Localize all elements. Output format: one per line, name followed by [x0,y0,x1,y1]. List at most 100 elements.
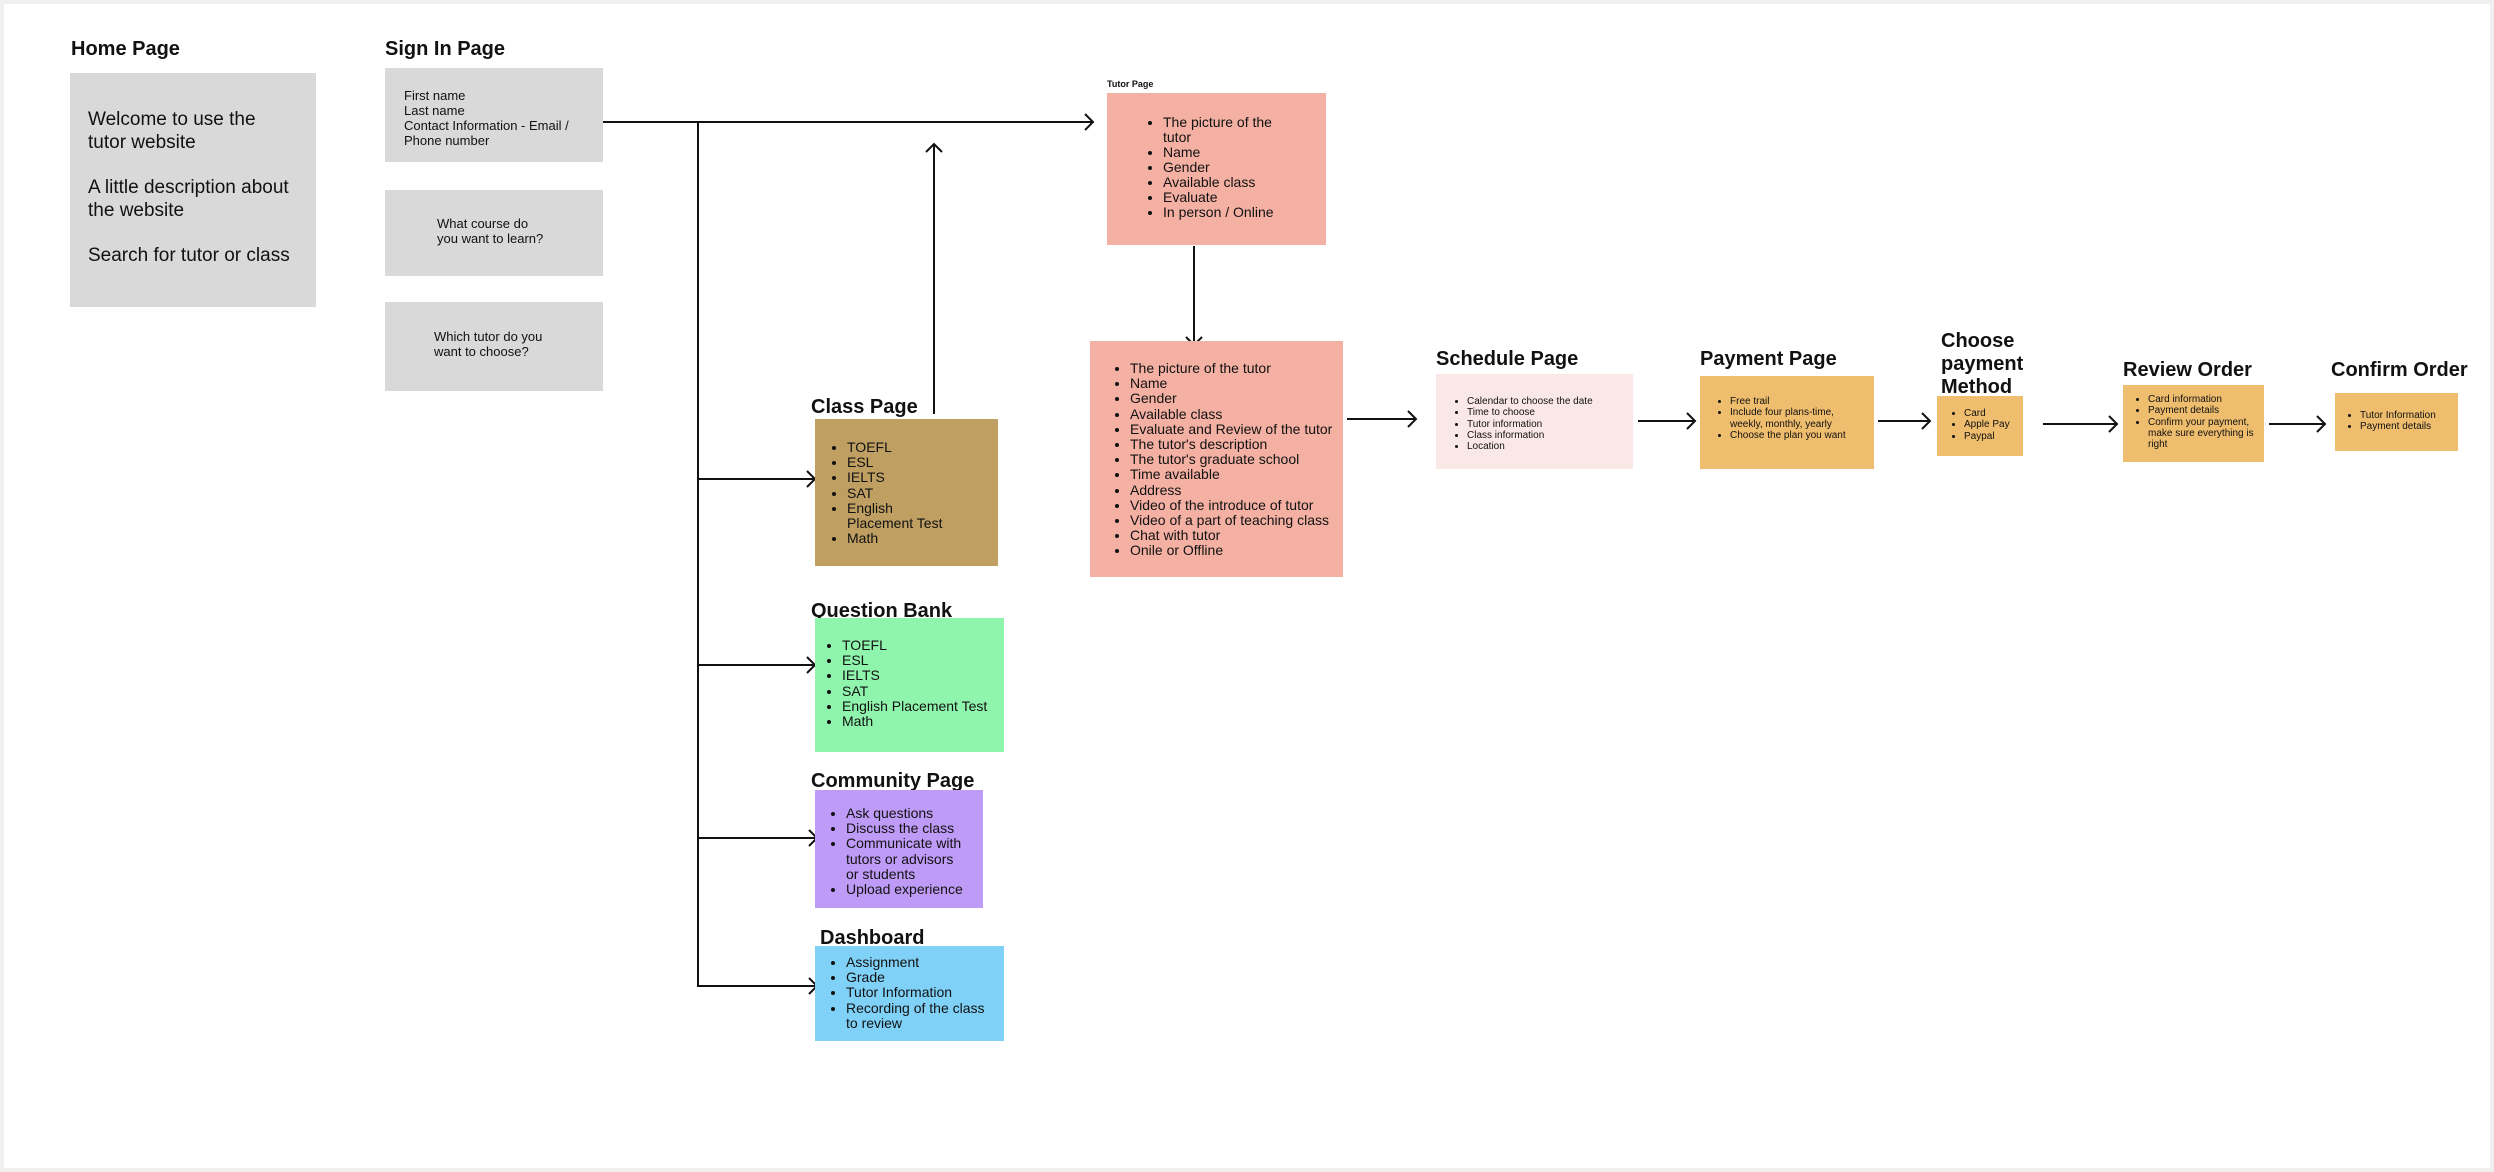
review-order-box: Card information Payment details Confirm… [2123,385,2264,462]
connector-to-community [697,837,817,839]
confirm-order-box: Tutor Information Payment details [2335,393,2458,451]
dashboard-box: Assignment Grade Tutor Information Recor… [815,946,1004,1041]
home-search-text: Search for tutor or class [88,245,290,266]
payment-method-title: Choose payment Method [1941,330,2024,398]
tutor-page-item: The picture of the tutor [1163,115,1275,145]
confirm-order-item: Tutor Information [2360,410,2454,421]
review-order-item: Confirm your payment, make sure everythi… [2148,417,2260,451]
sign-in-fields-text: First name Last name Contact Information… [404,88,569,148]
community-item: Discuss the class [846,821,977,836]
class-item: English Placement Test [847,500,957,531]
community-item: Ask questions [846,805,977,821]
tutor-page-item: Available class [1163,175,1308,190]
class-page-title: Class Page [811,396,918,418]
schedule-item: Location [1467,441,1629,452]
home-page-box: Welcome to use the tutor website A littl… [70,73,316,307]
question-bank-item: SAT [842,683,1000,699]
tutor-question-box: Which tutor do you want to choose? [385,302,603,391]
course-question-box: What course do you want to learn? [385,190,603,276]
question-bank-box: TOEFL ESL IELTS SAT English Placement Te… [815,618,1004,752]
question-bank-item: IELTS [842,668,1000,683]
connector-to-payment [1638,420,1695,422]
question-bank-item: ESL [842,653,1000,668]
flow-diagram-canvas: Home Page Welcome to use the tutor websi… [4,4,2490,1168]
class-item: Math [847,531,992,546]
connector-to-confirm [2269,423,2325,425]
community-page-title: Community Page [811,770,975,792]
tutor-page-item: Name [1163,145,1308,160]
connector-to-dashboard [697,985,817,987]
connector-class-up [933,144,935,414]
schedule-item: Tutor information [1467,419,1629,430]
schedule-item: Time to choose [1467,407,1629,418]
payment-method-box: Card Apple Pay Paypal [1937,396,2023,456]
connector-to-method [1878,420,1930,422]
class-item: IELTS [847,470,992,485]
review-order-title: Review Order [2123,359,2252,381]
tutor-detail-item: Evaluate and Review of the tutor [1130,421,1337,437]
tutor-detail-box: The picture of the tutor Name Gender Ava… [1090,341,1343,577]
question-bank-item: TOEFL [842,637,1000,653]
class-page-box: TOEFL ESL IELTS SAT English Placement Te… [815,419,998,566]
tutor-detail-item: Video of the introduce of tutor [1130,497,1337,513]
tutor-detail-item: Time available [1130,467,1337,482]
community-item: Communicate with tutors or advisors or s… [846,836,968,882]
schedule-page-title: Schedule Page [1436,348,1579,370]
tutor-detail-item: Video of a part of teaching class [1130,512,1337,528]
tutor-page-item: Evaluate [1163,190,1308,205]
class-item: SAT [847,485,992,501]
connector-to-review [2043,423,2117,425]
confirm-order-title: Confirm Order [2331,359,2468,381]
question-bank-item: English Placement Test [842,698,1000,714]
home-welcome-text: Welcome to use the tutor website [88,109,256,153]
payment-page-title: Payment Page [1700,348,1837,370]
home-page-title: Home Page [71,38,180,60]
payment-method-item: Paypal [1964,431,2019,442]
confirm-order-item: Payment details [2360,421,2454,432]
sign-in-page-title: Sign In Page [385,38,506,60]
tutor-detail-item: The tutor's description [1130,436,1337,452]
tutor-page-box: The picture of the tutor Name Gender Ava… [1107,93,1326,245]
tutor-detail-item: Name [1130,376,1337,391]
connector-trunk [697,121,699,987]
payment-item: Free trail [1730,396,1870,407]
review-order-item: Card information [2148,394,2260,405]
dashboard-item: Assignment [846,954,1000,970]
tutor-detail-item: Gender [1130,391,1337,406]
schedule-item: Calendar to choose the date [1467,396,1629,407]
connector-to-class [697,478,815,480]
dashboard-item: Recording of the class to review [846,1000,1000,1031]
payment-method-item: Card [1964,408,2019,419]
class-item: ESL [847,455,992,470]
payment-page-box: Free trail Include four plans-time, week… [1700,376,1874,469]
community-page-box: Ask questions Discuss the class Communic… [815,790,983,908]
tutor-detail-item: Chat with tutor [1130,528,1337,543]
community-item: Upload experience [846,881,977,897]
tutor-detail-item: Onile or Offline [1130,543,1337,558]
connector-to-schedule [1347,418,1416,420]
schedule-item: Class information [1467,430,1629,441]
tutor-detail-item: Address [1130,482,1337,498]
tutor-detail-item: The tutor's graduate school [1130,452,1337,467]
class-item: TOEFL [847,439,992,455]
question-bank-item: Math [842,713,1000,729]
payment-item: Choose the plan you want [1730,430,1870,441]
tutor-page-item: In person / Online [1163,205,1308,220]
dashboard-item: Tutor Information [846,985,1000,1000]
review-order-item: Payment details [2148,405,2260,416]
tutor-page-title: Tutor Page [1107,79,1154,89]
connector-signin-to-tutor [602,121,1093,123]
tutor-detail-item: The picture of the tutor [1130,360,1337,376]
payment-method-item: Apple Pay [1964,419,2019,430]
tutor-question-text: Which tutor do you want to choose? [434,329,543,359]
tutor-page-item: Gender [1163,160,1308,175]
schedule-page-box: Calendar to choose the date Time to choo… [1436,374,1633,469]
payment-item: Include four plans-time, weekly, monthly… [1730,407,1848,430]
home-description-text: A little description about the website [88,177,289,221]
dashboard-title: Dashboard [820,927,925,949]
sign-in-fields-box: First name Last name Contact Information… [385,68,603,162]
connector-to-question-bank [697,664,815,666]
dashboard-item: Grade [846,970,1000,985]
connector-tutor-down [1193,246,1195,344]
tutor-detail-item: Available class [1130,406,1337,422]
